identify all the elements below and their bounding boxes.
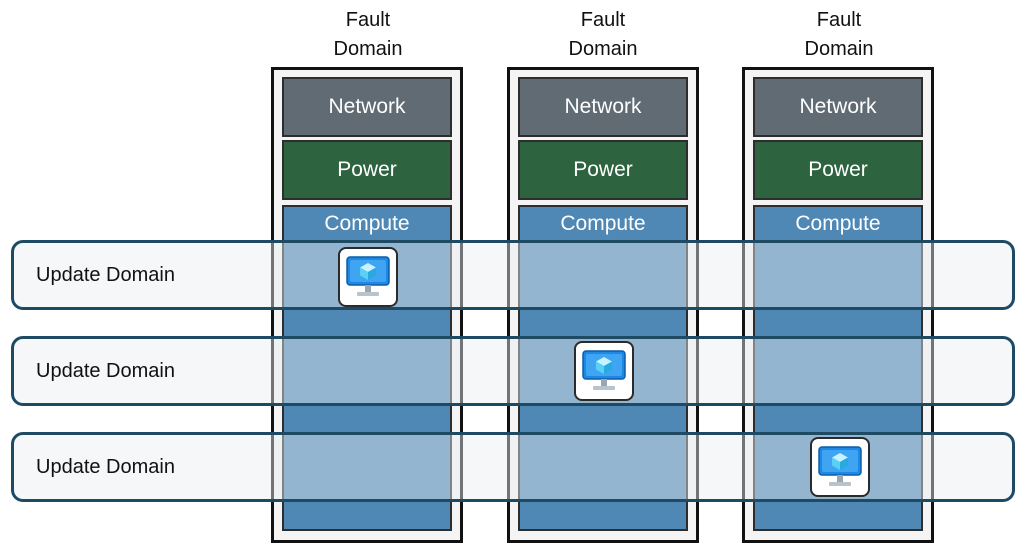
power-layer: Power	[518, 140, 688, 200]
fault-domain-title-line1: Fault	[816, 9, 862, 31]
virtual-machine-icon	[338, 247, 398, 307]
power-label: Power	[808, 158, 868, 181]
compute-label: Compute	[324, 212, 410, 235]
fault-domain-column: Network Power Compute	[507, 67, 699, 543]
network-label: Network	[799, 95, 877, 118]
power-label: Power	[337, 158, 397, 181]
virtual-machine-icon	[574, 341, 634, 401]
network-layer: Network	[518, 77, 688, 137]
virtual-machine-icon	[810, 437, 870, 497]
fault-domain-title-line2: Domain	[568, 38, 638, 60]
network-label: Network	[328, 95, 406, 118]
power-layer: Power	[753, 140, 923, 200]
update-domain-band: Update Domain	[11, 240, 1015, 310]
network-label: Network	[564, 95, 642, 118]
compute-label: Compute	[560, 212, 646, 235]
update-domain-label: Update Domain	[36, 455, 175, 478]
update-domain-label: Update Domain	[36, 263, 175, 286]
fault-domain-title-line1: Fault	[345, 9, 391, 31]
update-domain-band: Update Domain	[11, 336, 1015, 406]
power-layer: Power	[282, 140, 452, 200]
update-domain-label: Update Domain	[36, 359, 175, 382]
fault-domain-title-line2: Domain	[333, 38, 403, 60]
network-layer: Network	[282, 77, 452, 137]
fault-domain-title-line2: Domain	[804, 38, 874, 60]
fault-domain-title: Fault Domain	[504, 6, 702, 64]
compute-label: Compute	[795, 212, 881, 235]
power-label: Power	[573, 158, 633, 181]
fault-domain-title: Fault Domain	[269, 6, 467, 64]
fault-domain-title-line1: Fault	[580, 9, 626, 31]
network-layer: Network	[753, 77, 923, 137]
fault-domain-title: Fault Domain	[740, 6, 938, 64]
